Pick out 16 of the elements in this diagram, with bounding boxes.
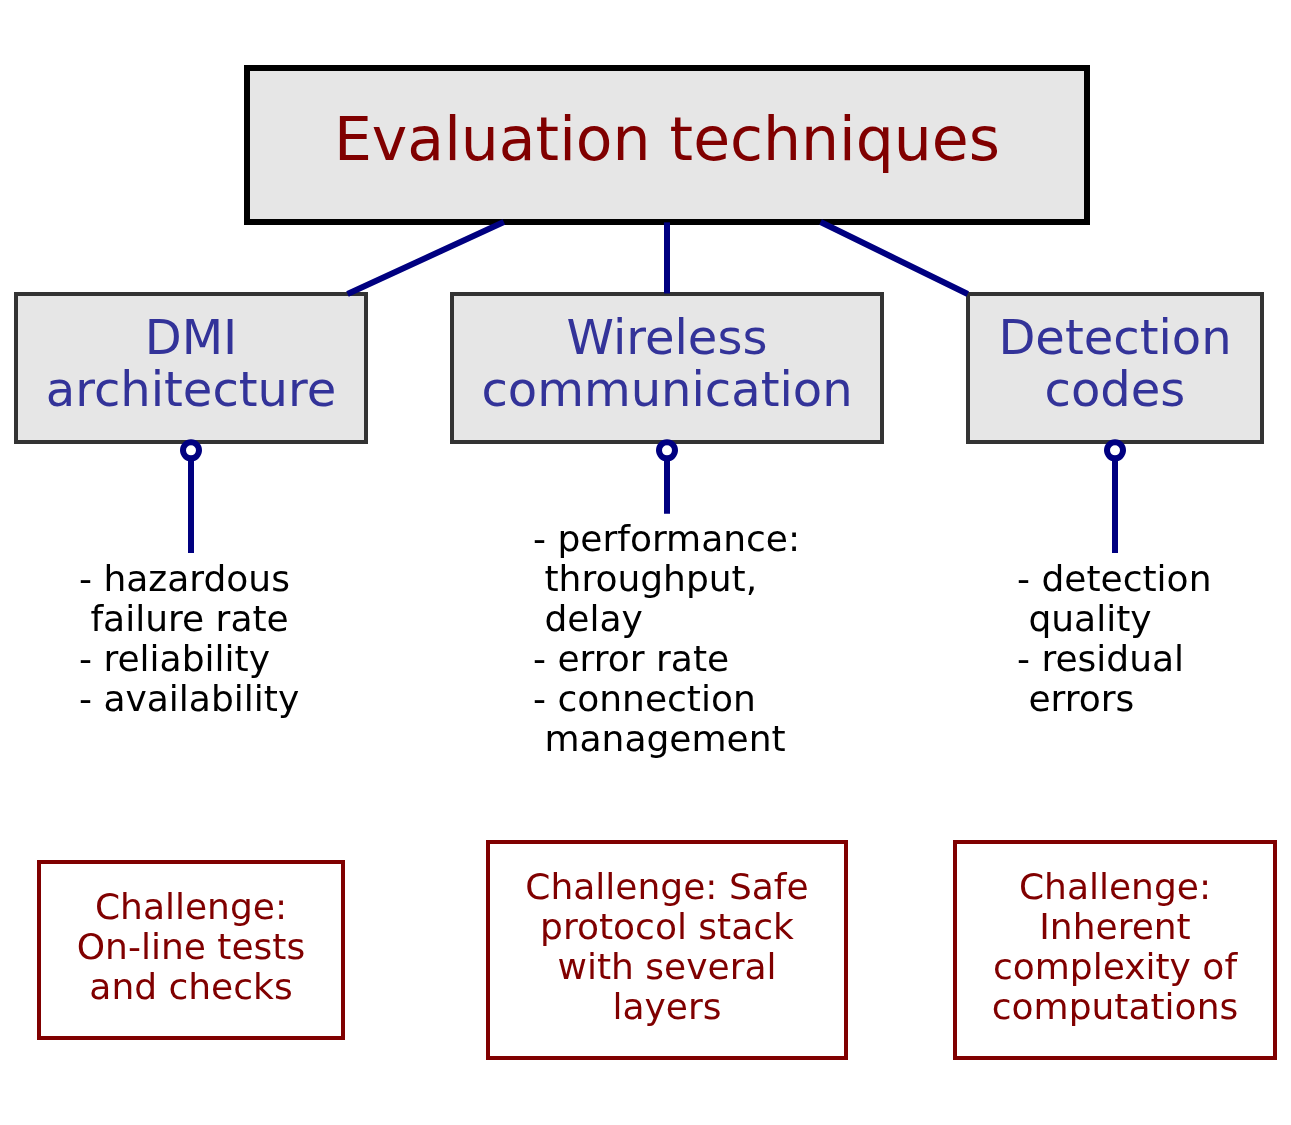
node-text: - performance: throughput, delay - error rate - connection management — [533, 517, 801, 759]
node-box: Challenge: On-line tests and checks — [37, 859, 345, 1040]
node-box: Wireless communication — [450, 291, 884, 444]
node-box: Challenge: Safe protocol stack with several layers — [486, 839, 848, 1060]
connector — [346, 218, 506, 297]
connector — [664, 221, 670, 293]
node-box: Detection codes — [966, 291, 1264, 444]
connector — [656, 438, 678, 514]
connector — [180, 438, 202, 553]
connector — [1104, 438, 1126, 553]
connector — [819, 218, 969, 297]
node-box: Evaluation techniques — [244, 64, 1090, 225]
node-box: Challenge: Inherent complexity of computations — [953, 839, 1277, 1060]
node-text: - detection quality - residual errors — [1017, 557, 1212, 719]
node-text: - hazardous failure rate - reliability - availability — [79, 557, 300, 719]
node-box: DMI architecture — [14, 291, 368, 444]
